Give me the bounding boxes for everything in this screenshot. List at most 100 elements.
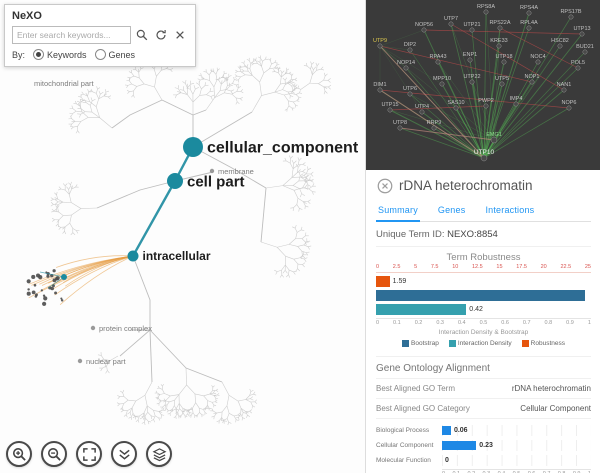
gene-label: UTP4 <box>415 104 429 110</box>
close-icon[interactable] <box>376 177 393 194</box>
gene-label: UTP22 <box>463 74 480 80</box>
gene-node[interactable] <box>377 87 383 93</box>
term-node-cellular-component[interactable] <box>183 137 203 157</box>
tab-summary[interactable]: Summary <box>376 201 420 222</box>
align-bar <box>442 426 451 435</box>
ontology-tree-pane[interactable]: mitochondrial part membrane protein comple… <box>0 0 366 473</box>
gene-node[interactable] <box>421 27 427 33</box>
gene-node[interactable] <box>403 65 409 71</box>
gene-node[interactable] <box>407 47 413 53</box>
gene-node[interactable] <box>526 25 532 31</box>
gene-node[interactable] <box>557 43 563 49</box>
term-label-intracellular[interactable]: intracellular <box>143 249 211 263</box>
gene-node[interactable] <box>377 43 383 49</box>
radio-genes[interactable]: Genes <box>94 49 135 60</box>
detail-tabs: Summary Genes Interactions <box>376 201 591 222</box>
highlighted-term-edges <box>28 255 134 305</box>
search-icon[interactable] <box>134 27 150 43</box>
branch-term-label[interactable]: mitochondrial part <box>34 79 95 88</box>
gene-node[interactable] <box>483 9 489 15</box>
gene-label: RPS4A <box>520 5 538 11</box>
term-node-cell-part[interactable] <box>167 173 183 189</box>
gene-node[interactable] <box>501 59 507 65</box>
gene-node[interactable] <box>561 87 567 93</box>
tab-interactions[interactable]: Interactions <box>485 205 535 215</box>
gene-node[interactable] <box>453 105 459 111</box>
radio-keywords[interactable]: Keywords <box>33 49 87 60</box>
fit-to-screen-button[interactable] <box>76 441 102 467</box>
gene-node[interactable] <box>397 125 403 131</box>
gene-node[interactable] <box>566 105 572 111</box>
zoom-out-button[interactable] <box>41 441 67 467</box>
gene-label: DIM1 <box>373 82 386 88</box>
term-label-cellular-component[interactable]: cellular_component <box>207 140 359 157</box>
branch-term-label[interactable]: membrane <box>218 167 254 176</box>
gene-node[interactable] <box>480 154 488 162</box>
gene-label: UTP10 <box>474 149 495 156</box>
app-title: NeXO <box>12 10 42 22</box>
ontology-tree-canvas[interactable]: mitochondrial part membrane protein comple… <box>0 0 365 473</box>
gene-node[interactable] <box>435 59 441 65</box>
gene-label: UTP9 <box>373 38 387 44</box>
gene-node[interactable] <box>483 103 489 109</box>
tab-genes[interactable]: Genes <box>437 205 466 215</box>
gene-label: NOP1 <box>525 74 540 80</box>
term-node[interactable] <box>77 358 83 364</box>
zoom-in-button[interactable] <box>6 441 32 467</box>
gene-label: NOP6 <box>562 100 577 106</box>
gene-node[interactable] <box>499 81 505 87</box>
term-node-intracellular[interactable] <box>127 250 139 262</box>
gene-node[interactable] <box>579 31 585 37</box>
gene-node[interactable] <box>497 25 503 31</box>
layers-button[interactable] <box>146 441 172 467</box>
term-label-cell-part[interactable]: cell part <box>187 173 245 190</box>
gene-label: UTP18 <box>495 54 512 60</box>
gene-label: BUD21 <box>576 44 594 50</box>
refresh-icon[interactable] <box>153 27 169 43</box>
gene-node[interactable] <box>496 43 502 49</box>
gene-node[interactable] <box>469 79 475 85</box>
search-input[interactable] <box>12 26 131 44</box>
gene-node[interactable] <box>387 107 393 113</box>
term-title: rDNA heterochromatin <box>399 178 533 193</box>
go-alignment-table: Best Aligned GO Term rDNA heterochromati… <box>376 378 591 419</box>
term-node[interactable] <box>209 168 215 174</box>
legend-item: Interaction Density <box>448 340 512 347</box>
expand-all-button[interactable] <box>111 441 137 467</box>
clear-icon[interactable] <box>172 27 188 43</box>
gene-node[interactable] <box>568 14 574 20</box>
gene-label: UTP21 <box>463 22 480 28</box>
radio-keywords-dot[interactable] <box>33 49 45 60</box>
gene-node[interactable] <box>431 125 437 131</box>
gene-node[interactable] <box>526 10 532 16</box>
gene-node[interactable] <box>535 59 541 65</box>
gene-node[interactable] <box>582 49 588 55</box>
gene-node[interactable] <box>575 65 581 71</box>
table-row: Best Aligned GO Category Cellular Compon… <box>376 398 591 419</box>
gene-node[interactable] <box>513 101 519 107</box>
gene-node[interactable] <box>448 21 454 27</box>
bar-row-bootstrap <box>376 290 591 301</box>
go-row-label: Best Aligned GO Term <box>376 384 455 393</box>
gene-label: IMP4 <box>510 96 523 102</box>
gene-node[interactable] <box>467 57 473 63</box>
gene-node[interactable] <box>469 27 475 33</box>
branch-term-label[interactable]: protein complex <box>99 324 152 333</box>
robustness-chart-title: Term Robustness <box>446 252 521 263</box>
term-node[interactable] <box>90 325 96 331</box>
gene-node[interactable] <box>407 91 413 97</box>
gene-node[interactable] <box>490 136 498 144</box>
radio-genes-dot[interactable] <box>94 49 106 60</box>
gene-node[interactable] <box>419 109 425 115</box>
bar-row-robustness: 1.59 <box>376 276 591 287</box>
gene-node[interactable] <box>529 79 535 85</box>
go-row-label: Best Aligned GO Category <box>376 404 470 413</box>
branch-term-label[interactable]: nuclear part <box>86 357 127 366</box>
gene-label: NOC4 <box>530 54 545 60</box>
gene-node[interactable] <box>439 81 445 87</box>
